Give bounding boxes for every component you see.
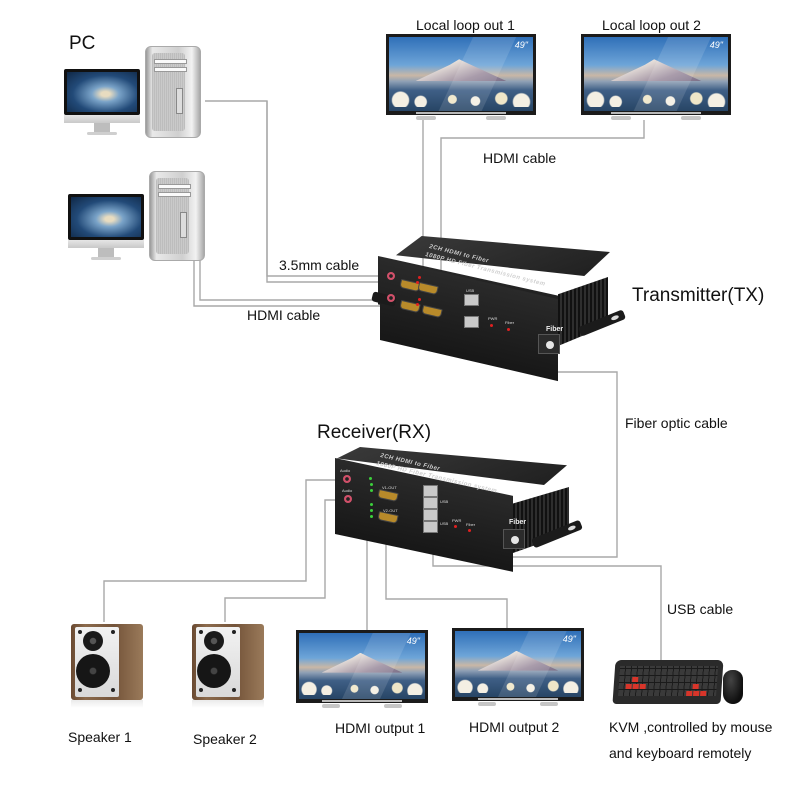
hdmi-output2-label: HDMI output 2 — [469, 719, 560, 735]
cable-loop2 — [440, 120, 645, 302]
tx-fiber-port — [538, 334, 560, 354]
rx-usb-port-3 — [423, 509, 438, 521]
pc-label: PC — [69, 33, 96, 54]
loop2-label: Local loop out 2 — [602, 17, 701, 33]
tx-pwr-led — [490, 324, 493, 327]
transmitter-label: Transmitter(TX) — [632, 285, 765, 306]
rx-usb-port-2 — [423, 497, 438, 509]
mouse — [723, 670, 743, 704]
tx-pwr-label: PWR — [488, 316, 498, 321]
rx-usb-label-1: USB — [440, 499, 449, 504]
speaker2 — [192, 624, 264, 708]
rx-audio-label-1: Audio — [340, 468, 351, 473]
pc2-tower — [149, 171, 205, 261]
tx-audio-port-2 — [387, 294, 395, 302]
pc2-monitor — [68, 194, 144, 262]
tx-fiber-led — [507, 328, 510, 331]
speaker1 — [71, 624, 143, 708]
cable-label-hdmi-tx: HDMI cable — [247, 307, 321, 323]
rx-audio-label-2: Audio — [342, 488, 353, 493]
speaker2-label: Speaker 2 — [193, 731, 257, 747]
rx-pwr-label: PWR — [452, 518, 462, 523]
pc1-monitor — [64, 69, 140, 137]
cable-label-fiber: Fiber optic cable — [625, 415, 728, 431]
rx-v2-out-label: V2-OUT — [383, 508, 398, 513]
speaker1-label: Speaker 1 — [68, 729, 132, 745]
tx-usb-port-1 — [464, 294, 479, 306]
rx-usb-label-2: USB — [440, 521, 449, 526]
cable-speaker1 — [103, 479, 337, 622]
rx-v1-out-label: V1-OUT — [382, 485, 397, 490]
cable-label-hdmi-loop: HDMI cable — [483, 150, 557, 166]
cable-speaker2 — [224, 499, 345, 622]
tx-usb-port-2 — [464, 316, 479, 328]
rx-fiber-port-label: Fiber — [509, 519, 527, 526]
rx-fiber-led — [468, 529, 471, 532]
loop1-tv: 49" — [386, 34, 536, 120]
cable-pc2-audio — [199, 253, 390, 301]
hdmi-output2-tv: 49" — [452, 628, 584, 706]
tv-size-badge: 49" — [406, 636, 420, 646]
rx-audio-port-2 — [344, 495, 352, 503]
loop1-label: Local loop out 1 — [416, 17, 515, 33]
cable-label-usb: USB cable — [667, 601, 734, 617]
receiver-device: 2CH HDMI to Fiber 1080P HD Fiber Transmi… — [333, 447, 585, 572]
tv-size-badge: 49" — [562, 634, 576, 644]
cable-pc2-hdmi — [193, 253, 404, 307]
rx-usb-port-1 — [423, 485, 438, 497]
rx-fiber-led-label: Fiber — [466, 522, 476, 527]
cable-pc1-audio — [205, 100, 390, 277]
transmitter-device: 2CH HDMI to Fiber 1080P HD Fiber Transmi… — [371, 236, 630, 382]
pc1-tower — [145, 46, 201, 138]
loop2-tv: 49" — [581, 34, 731, 120]
rx-pwr-led — [454, 525, 457, 528]
rx-fiber-port — [503, 529, 525, 549]
hdmi-output1-tv: 49" — [296, 630, 428, 708]
keyboard — [612, 660, 724, 704]
cable-hdmi-out2 — [385, 515, 508, 628]
cable-pc1-hdmi — [266, 101, 400, 283]
tv-size-badge: 49" — [514, 40, 528, 50]
rx-audio-port-1 — [343, 475, 351, 483]
tx-fiber-led-label: Fiber — [505, 320, 515, 325]
rx-usb-port-4 — [423, 521, 438, 533]
kvm-label-line1: KVM ,controlled by mouse — [609, 719, 773, 735]
hdmi-output1-label: HDMI output 1 — [335, 720, 426, 736]
receiver-label: Receiver(RX) — [317, 422, 432, 443]
tv-size-badge: 49" — [709, 40, 723, 50]
kvm-label-line2: and keyboard remotely — [609, 745, 752, 761]
tx-usb-label: USB — [466, 288, 475, 293]
cable-label-3-5mm: 3.5mm cable — [279, 257, 360, 273]
tx-fiber-port-label: Fiber — [546, 326, 564, 333]
tx-audio-port-1 — [387, 272, 395, 280]
